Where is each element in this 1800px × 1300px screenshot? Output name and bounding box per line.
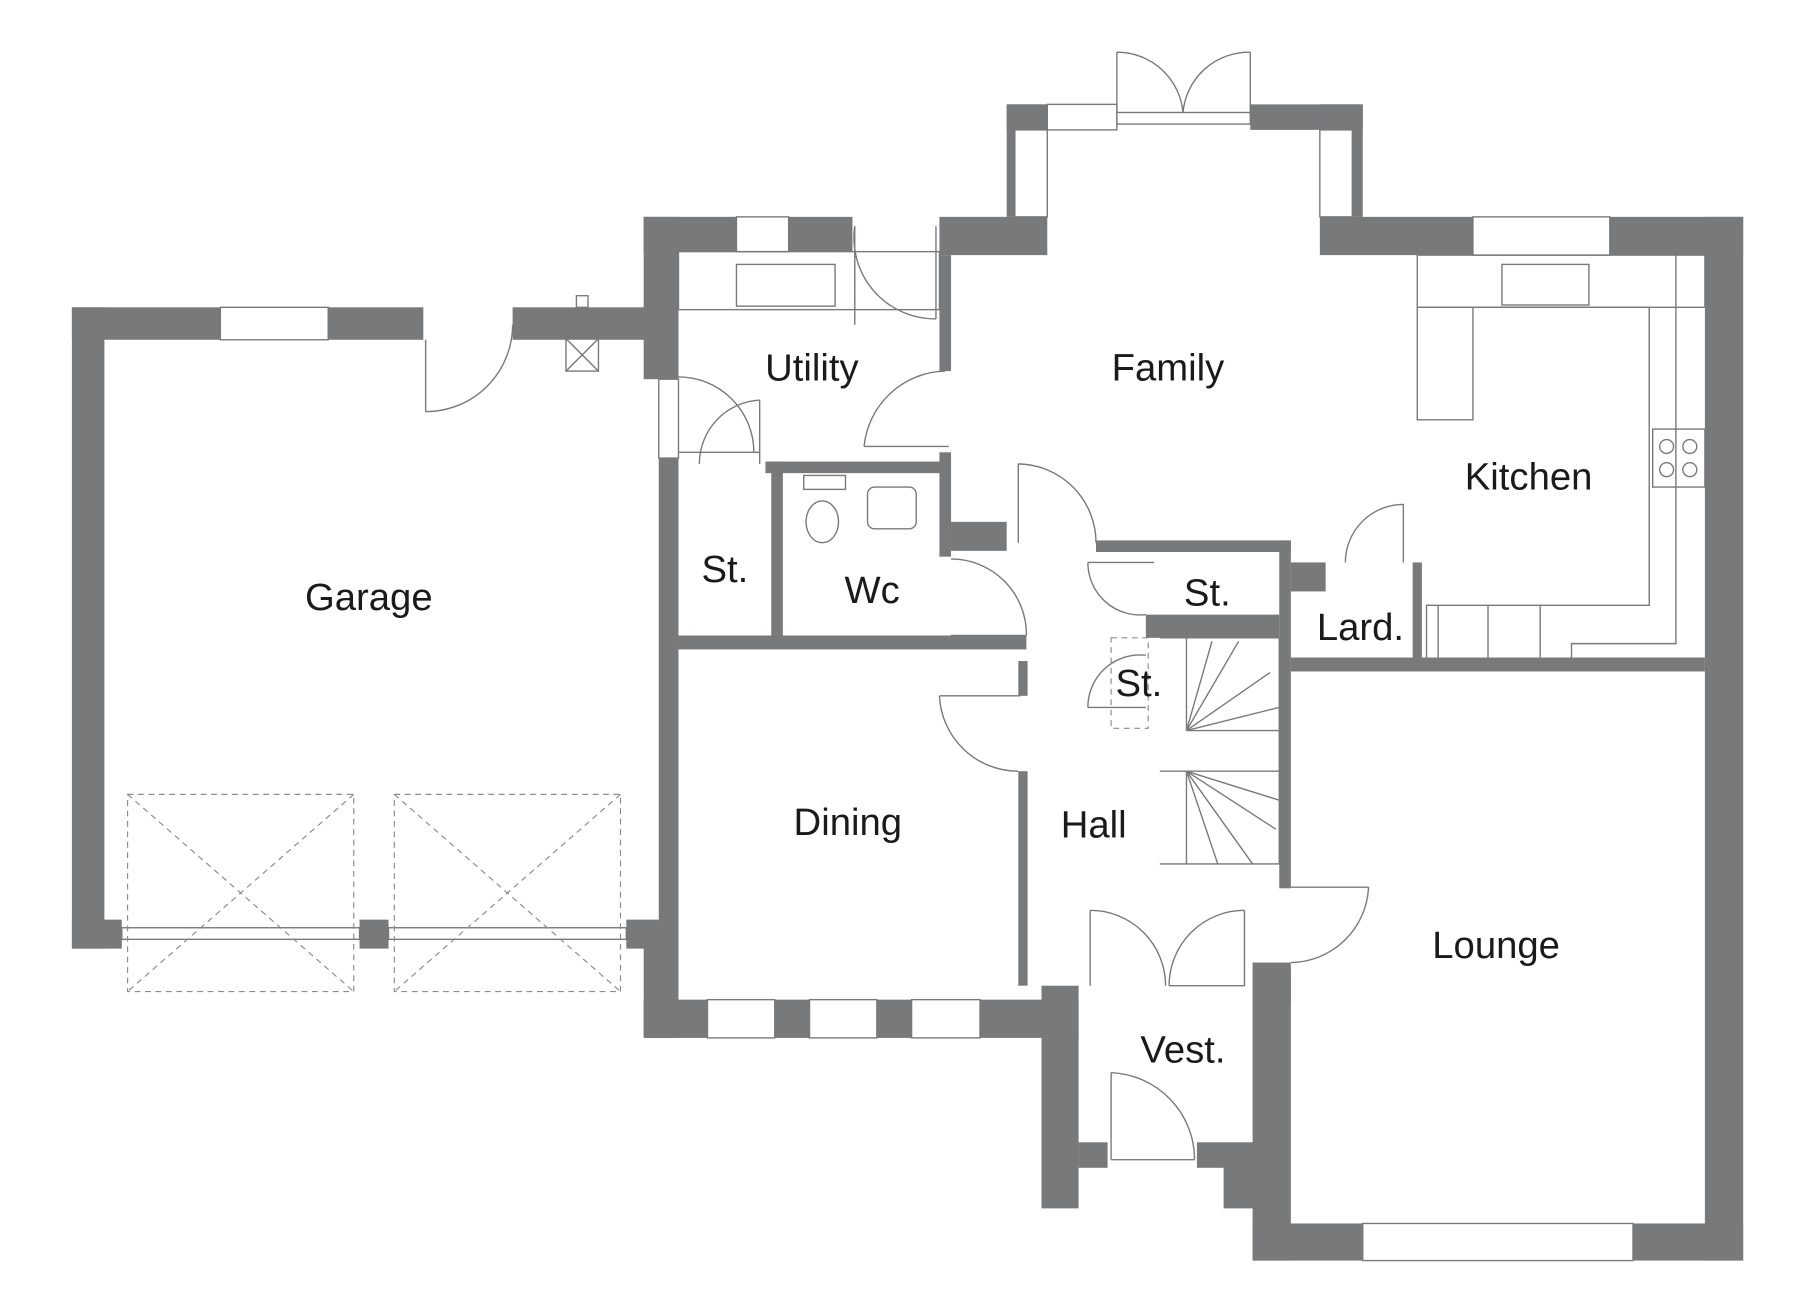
label-vestibule: Vest. [1140, 1028, 1225, 1071]
label-utility: Utility [765, 346, 859, 389]
label-kitchen: Kitchen [1465, 455, 1593, 498]
label-lounge: Lounge [1432, 924, 1560, 967]
label-dining: Dining [794, 801, 902, 844]
label-garage: Garage [305, 576, 433, 619]
label-hall: Hall [1061, 803, 1127, 846]
windows [121, 103, 1634, 1262]
label-larder: Lard. [1317, 606, 1404, 649]
room-labels: Garage Utility Family Kitchen St. Wc St.… [305, 346, 1592, 1071]
doors [126, 51, 1405, 1161]
label-family: Family [1112, 346, 1226, 389]
label-store-hall: St. [1184, 571, 1231, 614]
label-store-stairs: St. [1116, 662, 1163, 705]
fixtures [565, 250, 1706, 865]
walls [71, 104, 1744, 1261]
label-wc: Wc [845, 569, 900, 612]
label-store-utility: St. [701, 548, 748, 591]
